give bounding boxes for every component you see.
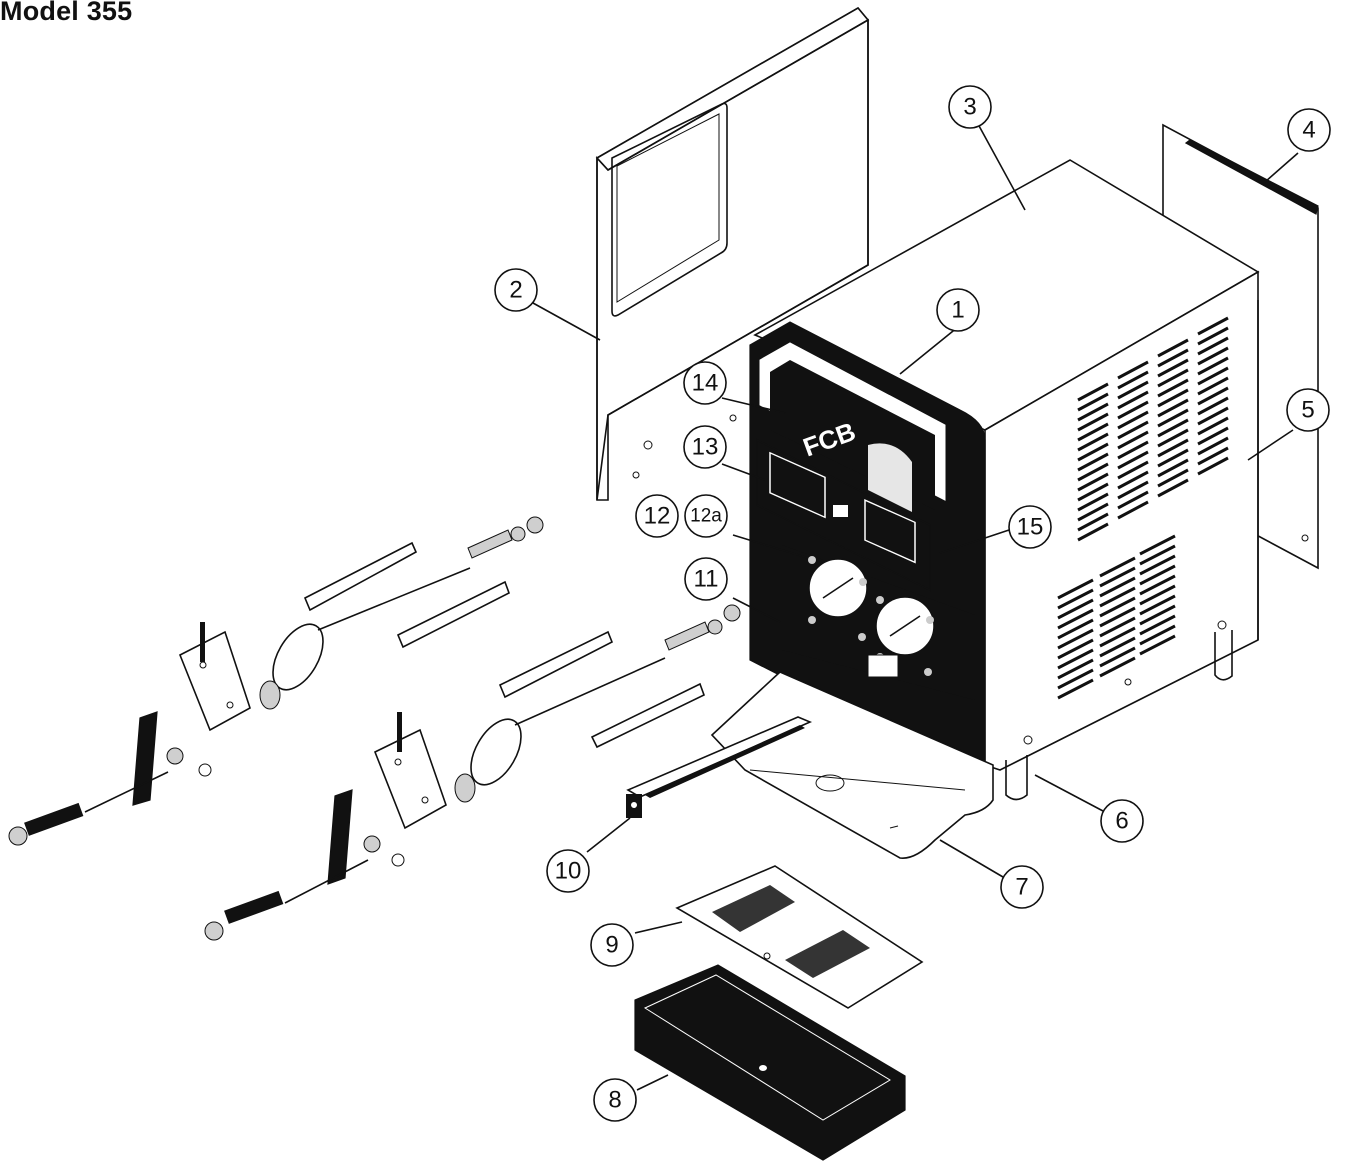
svg-text:13: 13 [692,434,719,461]
svg-text:6: 6 [1115,808,1128,835]
callout-4: 4 [1287,108,1331,152]
callout-9: 9 [590,923,634,967]
callout-7: 7 [1000,865,1044,909]
callout-6: 6 [1100,799,1144,843]
lower-vents [1057,534,1176,700]
left-side-panel [595,6,870,501]
svg-text:7: 7 [1015,874,1028,901]
svg-text:11: 11 [694,566,719,593]
drip-tray-base [710,671,994,859]
callout-15: 15 [1008,505,1052,549]
callout-3: 3 [948,85,992,129]
callout-14: 14 [683,361,727,405]
callout-2: 2 [494,268,538,312]
drip-rail [626,716,813,818]
svg-text:3: 3 [963,94,976,121]
cup-rest-grille [675,865,924,1009]
svg-text:10: 10 [555,858,582,885]
diagram-title: Model 355 [0,0,133,26]
callout-1: 1 [936,288,980,332]
svg-text:5: 5 [1301,397,1314,424]
svg-text:14: 14 [692,370,719,397]
svg-text:9: 9 [605,932,618,959]
valve-assembly-lower [204,604,741,941]
leader-lines [532,123,1299,1091]
svg-text:12a: 12a [690,506,722,527]
valve-assembly-upper [8,516,544,846]
callout-12a: 12a [684,494,728,538]
svg-text:2: 2 [509,277,522,304]
svg-text:12: 12 [644,503,671,530]
callout-5: 5 [1286,388,1330,432]
callout-13: 13 [683,425,727,469]
merchandiser-front: FCB [749,321,986,776]
upper-vents [1077,316,1229,542]
callout-8: 8 [593,1078,637,1122]
drip-tray [634,964,906,1161]
svg-text:1: 1 [951,297,964,324]
callout-12: 12 [635,494,679,538]
callout-11: 11 [684,557,728,601]
svg-text:4: 4 [1302,117,1315,144]
svg-text:8: 8 [608,1087,621,1114]
svg-text:15: 15 [1017,514,1044,541]
cabinet [753,159,1260,801]
callout-10: 10 [546,849,590,893]
